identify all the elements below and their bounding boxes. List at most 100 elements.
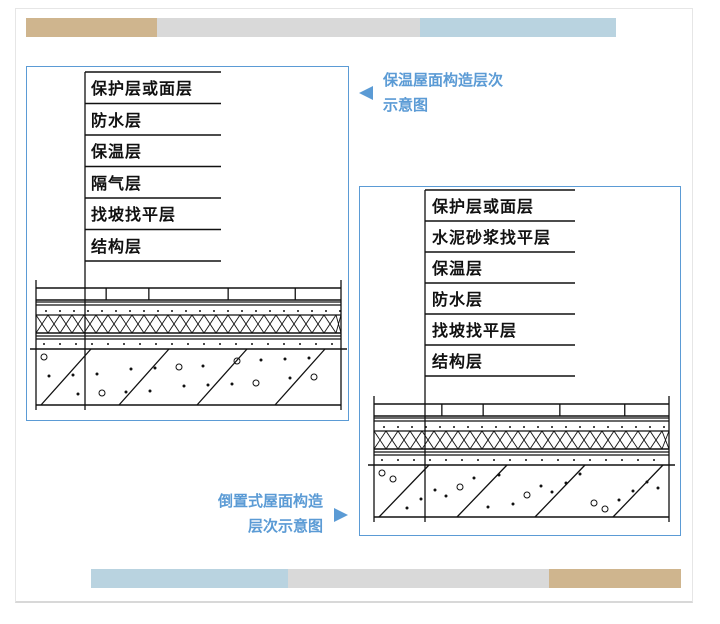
aggregate-dot [235, 343, 237, 345]
aggregate-dot [148, 389, 152, 393]
aggregate-dot [123, 343, 125, 345]
aggregate-dot [509, 426, 511, 428]
aggregate-dot [509, 459, 511, 461]
caption-inverted: 倒置式屋面构造 层次示意图 [190, 489, 323, 539]
caption-line: 示意图 [383, 96, 429, 114]
aggregate-dot [429, 459, 431, 461]
drawing-line [95, 314, 109, 334]
aggregate-dot [73, 310, 75, 312]
aggregate-dot [495, 426, 497, 428]
aggregate-dot [47, 374, 51, 378]
aggregate-dot [283, 343, 285, 345]
top-bar-blue [420, 18, 616, 37]
drawing-line [373, 430, 387, 450]
aggregate-dot [649, 426, 651, 428]
drawing-line [541, 430, 555, 450]
drawing-line [385, 430, 399, 450]
aggregate-dot [143, 310, 145, 312]
roof-diagram-inverted [359, 186, 681, 536]
aggregate-dot [383, 426, 385, 428]
aggregate-dot [311, 310, 313, 312]
aggregate-dot [87, 310, 89, 312]
drawing-line [196, 348, 248, 406]
aggregate-dot [213, 310, 215, 312]
aggregate-dot [283, 310, 285, 312]
drawing-line [378, 464, 430, 518]
aggregate-dot [486, 505, 490, 509]
drawing-line [534, 464, 586, 518]
aggregate-dot [219, 343, 221, 345]
aggregate-dot [269, 310, 271, 312]
aggregate-dot [631, 489, 635, 493]
drawing-line [191, 314, 205, 334]
drawing-line [565, 430, 579, 450]
drawing-line [637, 430, 651, 450]
aggregate-dot [267, 343, 269, 345]
drawing-line [553, 430, 567, 450]
drawing-line [251, 314, 265, 334]
drawing-line [649, 430, 663, 450]
caption-line: 倒置式屋面构造 [217, 492, 323, 510]
aggregate-dot [98, 389, 106, 397]
layer-label: 水泥砂浆找平层 [432, 228, 552, 247]
aggregate-dot [251, 343, 253, 345]
aggregate-dot [551, 426, 553, 428]
aggregate-dot [637, 459, 639, 461]
aggregate-dot [439, 426, 441, 428]
aggregate-dot [59, 343, 61, 345]
aggregate-dot [405, 506, 409, 510]
aggregate-dot [315, 343, 317, 345]
aggregate-dot [288, 376, 292, 380]
aggregate-dot [75, 343, 77, 345]
aggregate-dot [453, 426, 455, 428]
aggregate-dot [153, 366, 157, 370]
layer-label: 防水层 [432, 290, 484, 309]
aggregate-dot [299, 343, 301, 345]
drawing-line [215, 314, 229, 334]
aggregate-dot [565, 426, 567, 428]
drawing-line [227, 314, 241, 334]
aggregate-dot [199, 310, 201, 312]
aggregate-dot [477, 459, 479, 461]
drawing-line [457, 430, 471, 450]
aggregate-dot [621, 459, 623, 461]
aggregate-dot [233, 357, 241, 365]
top-bar-tan [26, 18, 157, 37]
layer-label: 保护层或面层 [91, 79, 194, 98]
aggregate-dot [378, 469, 386, 477]
aggregate-dot [206, 383, 210, 387]
aggregate-dot [523, 491, 531, 499]
aggregate-dot [227, 310, 229, 312]
aggregate-dot [537, 426, 539, 428]
drawing-line [323, 314, 337, 334]
aggregate-dot [40, 353, 48, 361]
drawing-line [107, 314, 121, 334]
aggregate-dot [444, 494, 448, 498]
aggregate-dot [76, 392, 80, 396]
drawing-line [625, 430, 639, 450]
drawing-line [311, 314, 325, 334]
layer-label: 找坡找平层 [432, 321, 518, 340]
aggregate-dot [115, 310, 117, 312]
aggregate-dot [331, 343, 333, 345]
drawing-line [131, 314, 145, 334]
aggregate-dot [397, 459, 399, 461]
aggregate-dot [433, 488, 437, 492]
layer-label: 保温层 [91, 142, 143, 161]
content-frame [15, 8, 693, 603]
drawing-line [445, 430, 459, 450]
aggregate-dot [419, 497, 423, 501]
aggregate-dot [45, 310, 47, 312]
drawing-line [203, 314, 217, 334]
aggregate-dot [171, 343, 173, 345]
aggregate-dot [605, 459, 607, 461]
drawing-line [167, 314, 181, 334]
aggregate-dot [381, 459, 383, 461]
aggregate-dot [425, 426, 427, 428]
caption-line: 保温屋面构造层次 [383, 71, 504, 89]
layer-label: 找坡找平层 [91, 205, 177, 224]
aggregate-dot [91, 343, 93, 345]
drawing-line [529, 430, 543, 450]
aggregate-dot [101, 310, 103, 312]
